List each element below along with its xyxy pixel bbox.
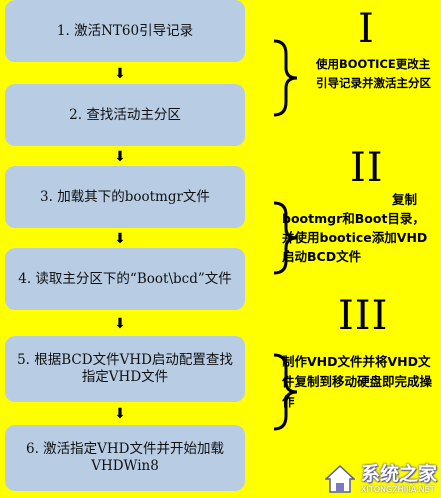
step-3-box: 3. 加载其下的bootmgr文件 [5,166,245,228]
step-3-label: 3. 加载其下的bootmgr文件 [40,188,210,205]
group-1-note: 使用BOOTICE更改主引导记录并激活主分区 [316,57,431,90]
arrow-down-icon: ⬇ [114,66,126,82]
group-3-numeral: III [338,293,389,339]
brace-icon [273,353,298,431]
watermark-title: 系统之家 [360,462,437,485]
step-2-label: 2. 查找活动主分区 [69,106,181,123]
step-5-box: 5. 根据BCD文件VHD启动配置查找指定VHD文件 [5,336,245,402]
step-5-label: 5. 根据BCD文件VHD启动配置查找指定VHD文件 [17,352,233,385]
brace-icon [273,201,298,275]
group-3-note: 制作VHD文件并将VHD文件复制到移动硬盘即完成操作 [282,354,433,409]
arrow-down-icon: ⬇ [114,316,126,332]
group-1-numeral: I [358,6,375,52]
group-2-note-line1: 复制 [391,192,417,207]
right-panel [262,0,441,498]
step-6-box: 6. 激活指定VHD文件并开始加载VHDWin8 [5,425,245,491]
arrow-down-icon: ⬇ [114,149,126,165]
step-1-box: 1. 激活NT60引导记录 [5,0,245,62]
step-4-box: 4. 读取主分区下的“Boot\bcd”文件 [5,248,245,310]
house-logo-icon [324,464,355,493]
step-6-label: 6. 激活指定VHD文件并开始加载VHDWin8 [25,441,225,474]
step-4-label: 4. 读取主分区下的“Boot\bcd”文件 [18,270,232,287]
brace-icon [273,39,298,117]
group-2-note-rest: bootmgr和Boot目录，并使用bootice添加VHD启动BCD文件 [282,211,428,264]
arrow-down-icon: ⬇ [114,231,126,247]
watermark-url: XITONGZHIJIA.NET [360,484,435,494]
watermark: 系统之家 XITONGZHIJIA.NET [324,462,437,494]
group-2-note: 复制 bootmgr和Boot目录，并使用bootice添加VHD启动BCD文件 [282,190,437,266]
arrow-down-icon: ⬇ [114,406,126,422]
step-2-box: 2. 查找活动主分区 [5,84,245,146]
group-2-numeral: II [350,145,384,191]
step-1-label: 1. 激活NT60引导记录 [56,22,194,39]
